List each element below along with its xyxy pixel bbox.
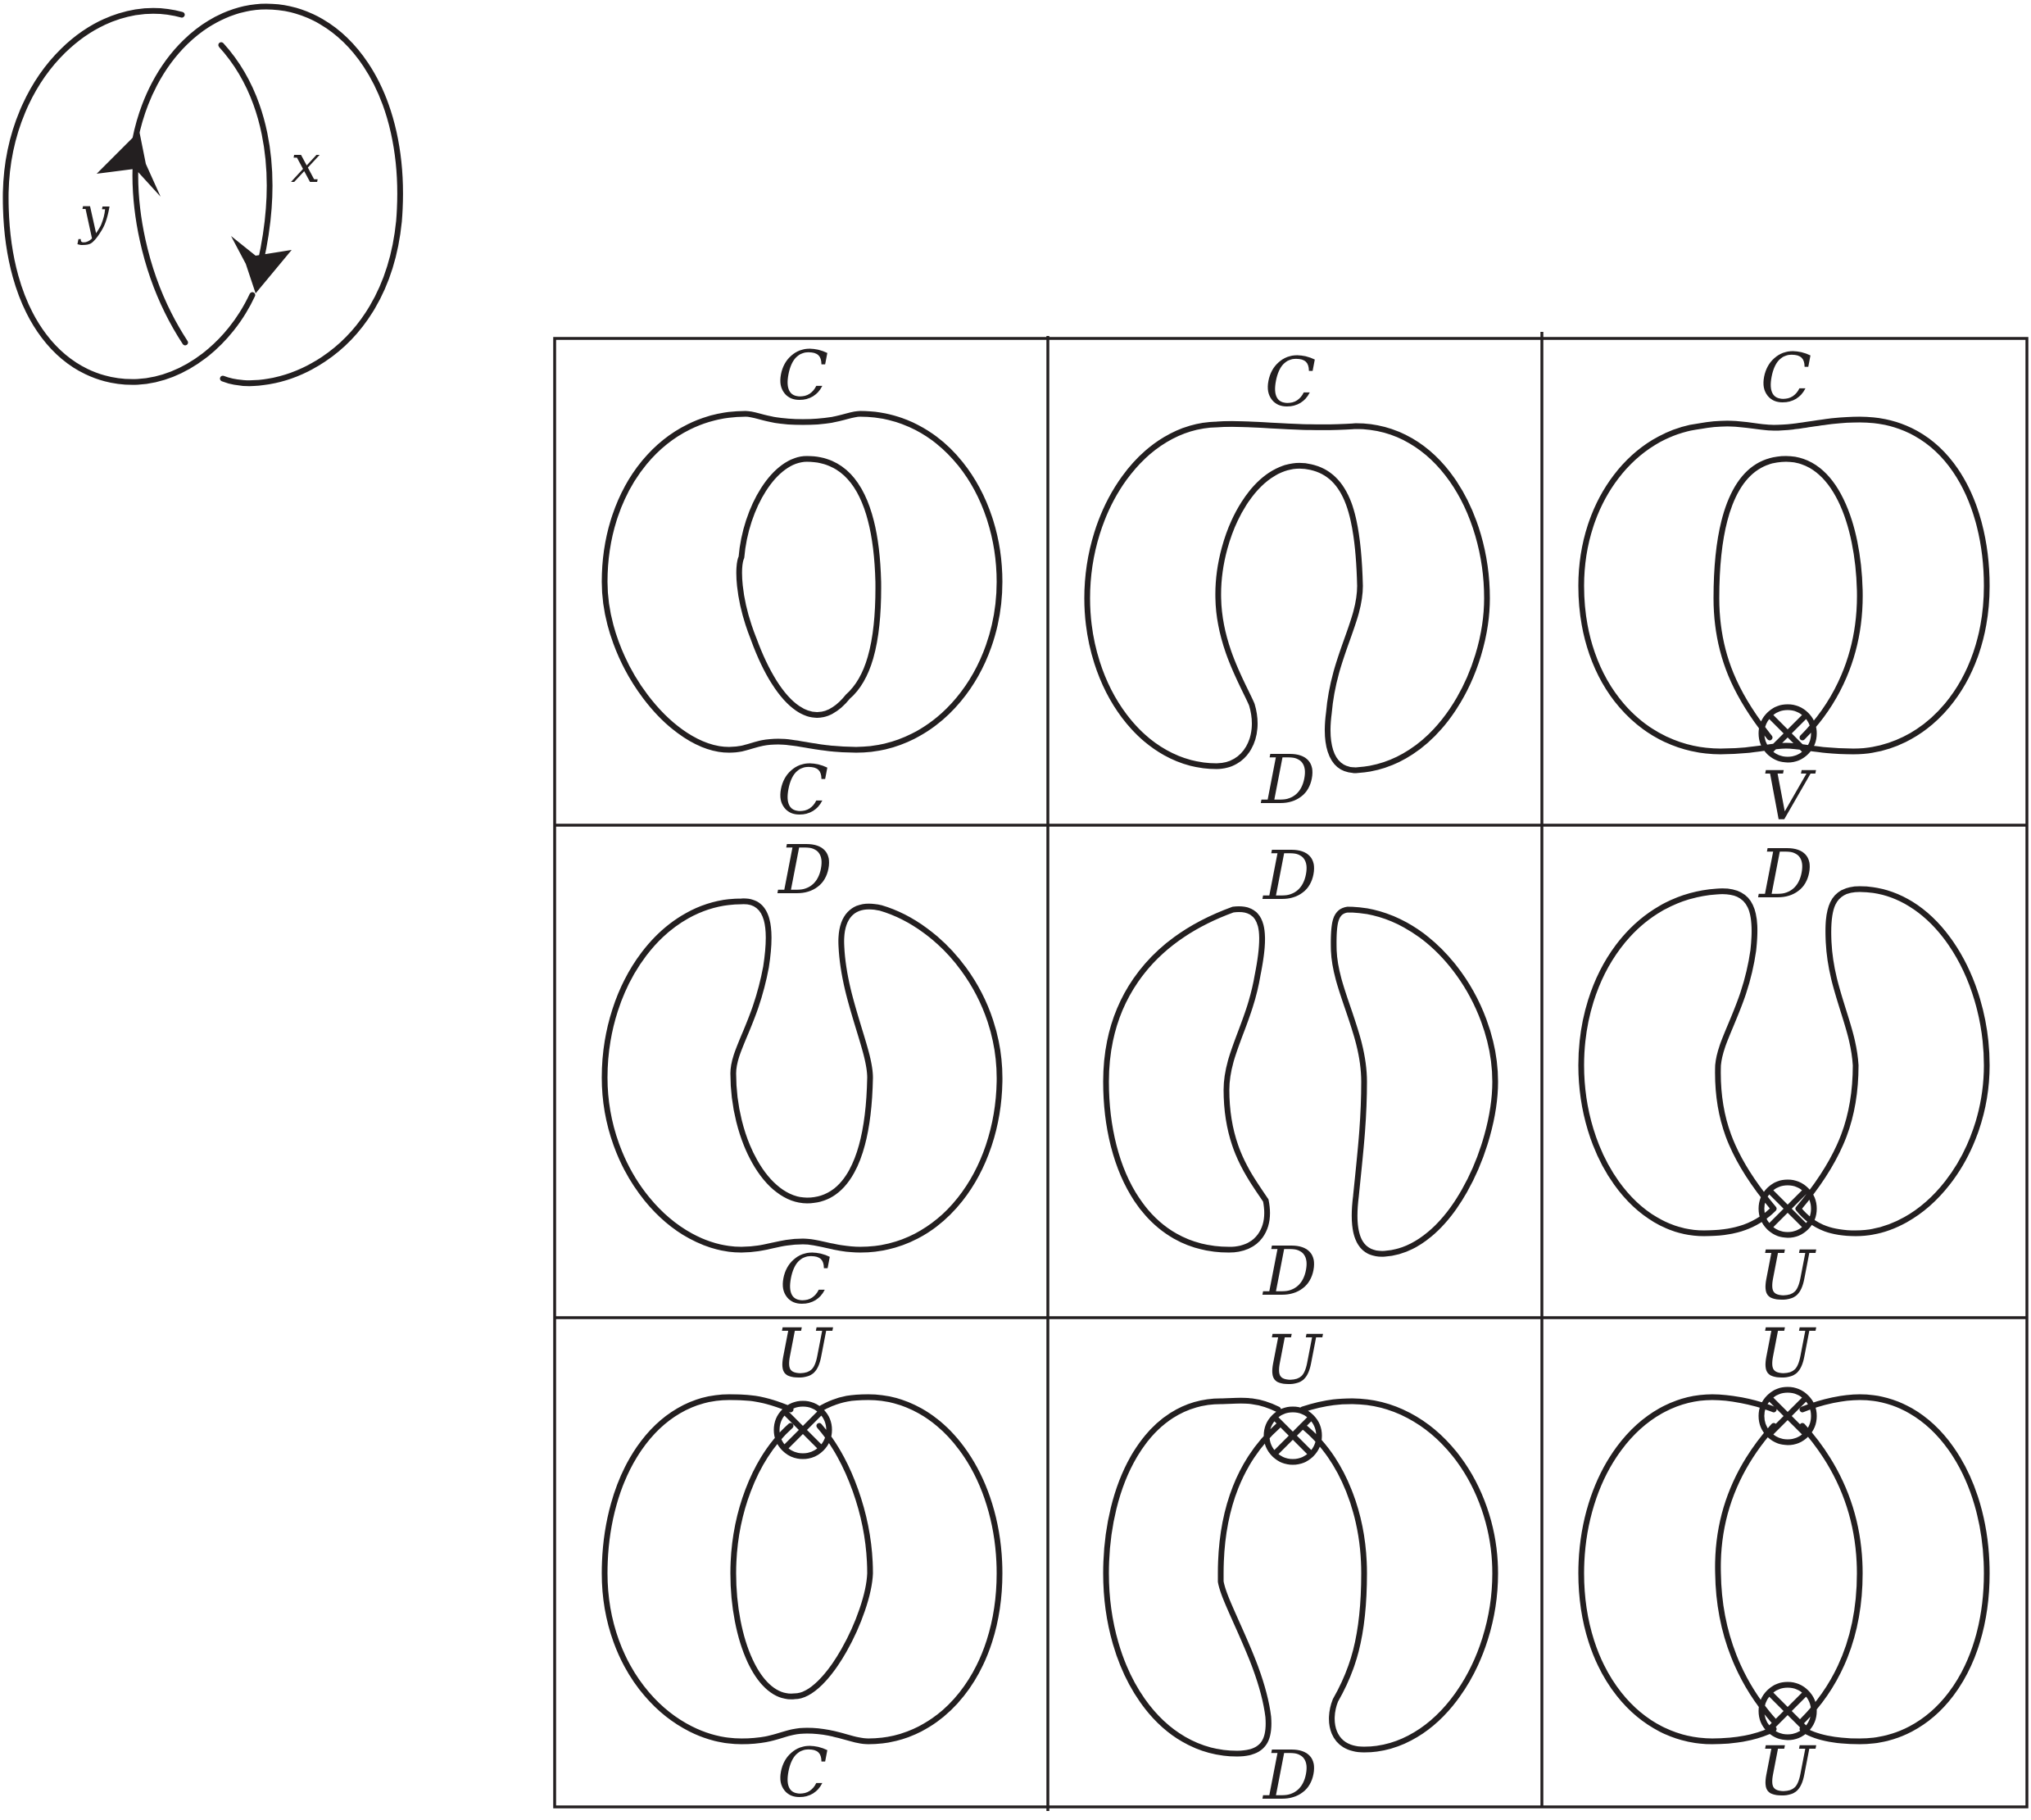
label-bottom: C: [777, 1735, 829, 1813]
x-arrowhead: [231, 236, 292, 293]
label-top: C: [777, 338, 829, 415]
label-top: C: [1265, 344, 1317, 422]
label-bottom: C: [780, 1241, 832, 1319]
curve-inner: [736, 456, 882, 718]
curve-left: [1103, 1397, 1281, 1757]
cell-r2c1: D C: [601, 832, 1003, 1319]
torus-right-loop: [132, 3, 403, 387]
label-top: U: [1264, 1322, 1323, 1400]
label-top: D: [1262, 837, 1317, 915]
curve-right-bean: [1331, 906, 1498, 1257]
curve-right: [1799, 1394, 1990, 1745]
label-bottom: C: [777, 752, 829, 830]
label-bottom: V: [1761, 758, 1816, 836]
curve-left: [1578, 1394, 1777, 1745]
cell-r3c3: U U: [1578, 1315, 1990, 1811]
torus-figure: x y: [2, 3, 403, 387]
curve-band: [1084, 420, 1490, 774]
label-top: D: [777, 832, 832, 910]
curve-inner-left: [1713, 456, 1789, 741]
grid-border: [553, 337, 2029, 1809]
label-bottom: D: [1262, 1233, 1317, 1311]
curve-right: [1299, 1398, 1498, 1753]
curve-band: [1578, 888, 1777, 1237]
y-arrowhead: [97, 131, 161, 197]
label-top: U: [1757, 1315, 1816, 1393]
cell-r1c1: C C: [601, 338, 1003, 830]
generator-x-curve: [218, 42, 273, 266]
label-bottom: D: [1260, 742, 1316, 819]
grid-frame: [553, 332, 2029, 1811]
label-top: U: [774, 1315, 833, 1393]
label-bottom: U: [1757, 1733, 1816, 1811]
curve-band-right: [1795, 886, 1990, 1237]
label-top: C: [1761, 340, 1812, 418]
curve-left: [601, 1394, 810, 1745]
virtual-crossing: [1761, 1182, 1814, 1235]
cell-r2c2: D D: [1103, 837, 1498, 1311]
curve-inner-right: [1799, 1423, 1863, 1724]
virtual-crossing-top: [1761, 1390, 1814, 1442]
label-top: D: [1757, 836, 1813, 914]
curve-inner-right: [1783, 456, 1863, 741]
curve-inner: [730, 1423, 873, 1700]
cell-r3c2: U D: [1103, 1322, 1498, 1815]
cell-r1c3: C V: [1578, 340, 1990, 836]
cell-r2c3: D U: [1578, 836, 1990, 1315]
label-bottom: U: [1757, 1237, 1816, 1315]
curve-outer: [1578, 416, 1990, 755]
curve-left-bean: [1103, 906, 1270, 1253]
generator-y-label: y: [77, 186, 110, 247]
curve-inner-left: [1715, 1423, 1777, 1724]
curve-outer: [601, 411, 1003, 753]
curve-band: [601, 898, 1003, 1253]
cell-r3c1: U C: [601, 1315, 1003, 1813]
generator-x-label: x: [291, 134, 320, 195]
curve-right: [804, 1394, 1003, 1745]
virtual-crossing-bottom: [1761, 1685, 1814, 1737]
torus-left-loop: [2, 7, 256, 385]
label-bottom: D: [1262, 1737, 1317, 1815]
cell-r1c2: C D: [1084, 344, 1490, 819]
